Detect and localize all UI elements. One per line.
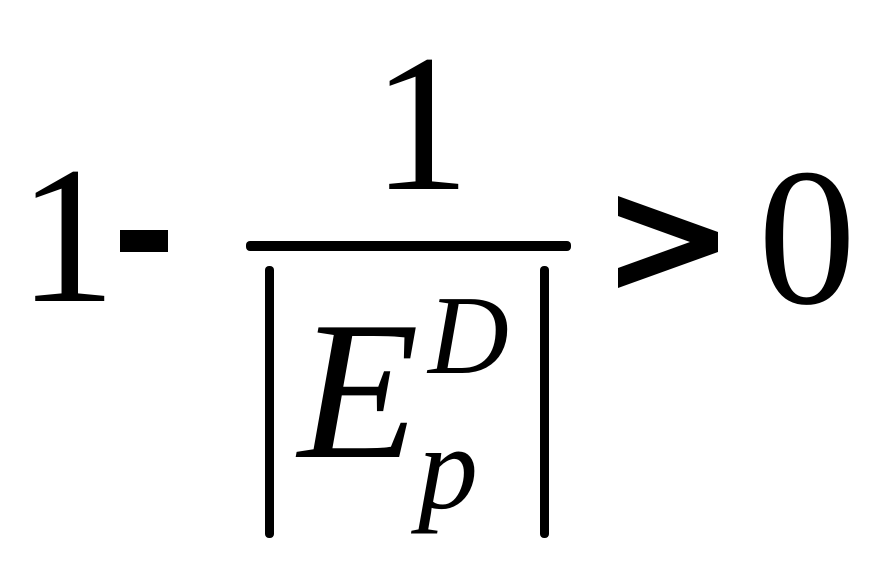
fraction-numerator: 1 [372, 15, 470, 232]
variable-e: E [298, 281, 419, 500]
greater-than-sign [618, 196, 718, 288]
fraction-bar [246, 241, 571, 251]
minus-sign [120, 230, 168, 252]
absolute-value-bar-right [540, 266, 549, 538]
absolute-value-bar-left [265, 266, 274, 538]
superscript-d: D [428, 274, 509, 398]
right-hand-zero: 0 [758, 129, 856, 346]
subscript-p: p [418, 401, 478, 534]
leading-one: 1 [18, 127, 116, 344]
